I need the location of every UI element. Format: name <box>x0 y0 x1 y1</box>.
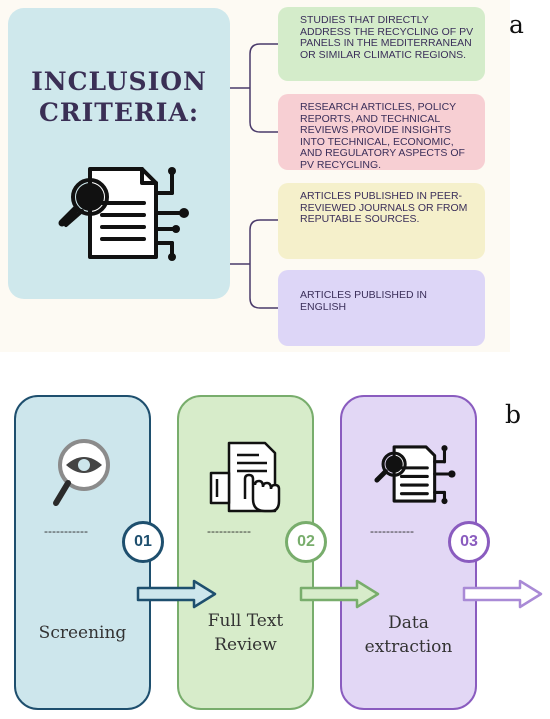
arrow-right-icon <box>462 579 543 609</box>
criterion-english: ARTICLES PUBLISHED IN ENGLISH <box>278 270 485 346</box>
document-magnifier-circuit-icon <box>58 167 189 261</box>
step-number: 01 <box>122 521 164 563</box>
criterion-regional-studies: STUDIES THAT DIRECTLY ADDRESS THE RECYCL… <box>278 7 485 81</box>
step-full-text-review: ----------- 02 Full Text Review <box>177 395 327 710</box>
panel-a: INCLUSION CRITERIA: <box>0 0 510 352</box>
criteria-connector <box>230 43 278 309</box>
step-divider: ----------- <box>370 524 414 538</box>
criterion-peer-reviewed: ARTICLES PUBLISHED IN PEER-REVIEWED JOUR… <box>278 183 485 259</box>
step-number: 02 <box>285 521 327 563</box>
inclusion-criteria-title: INCLUSION CRITERIA: <box>8 66 230 128</box>
panel-label-a: a <box>509 10 524 39</box>
title-line-1: INCLUSION <box>31 67 207 96</box>
panel-label-b: b <box>505 400 522 429</box>
step-divider: ----------- <box>44 524 88 538</box>
document-magnifier-circuit-icon <box>374 445 456 505</box>
inclusion-criteria-box: INCLUSION CRITERIA: <box>8 8 230 299</box>
step-data-extraction: ----------- 03 Data extraction <box>340 395 490 710</box>
arrow-right-icon <box>136 579 217 609</box>
step-divider: ----------- <box>207 524 251 538</box>
arrow-right-icon <box>299 579 380 609</box>
step-label: Screening <box>38 623 127 643</box>
step-label: Full Text Review <box>207 611 284 655</box>
step-number: 03 <box>448 521 490 563</box>
criterion-research-articles: RESEARCH ARTICLES, POLICY REPORTS, AND T… <box>278 94 485 170</box>
eye-magnifier-icon <box>53 439 110 506</box>
title-line-2: CRITERIA: <box>38 98 200 127</box>
step-label: Data extraction <box>364 613 453 657</box>
step-screening: ----------- 01 Screening <box>14 395 164 710</box>
document-hand-icon <box>209 441 281 513</box>
